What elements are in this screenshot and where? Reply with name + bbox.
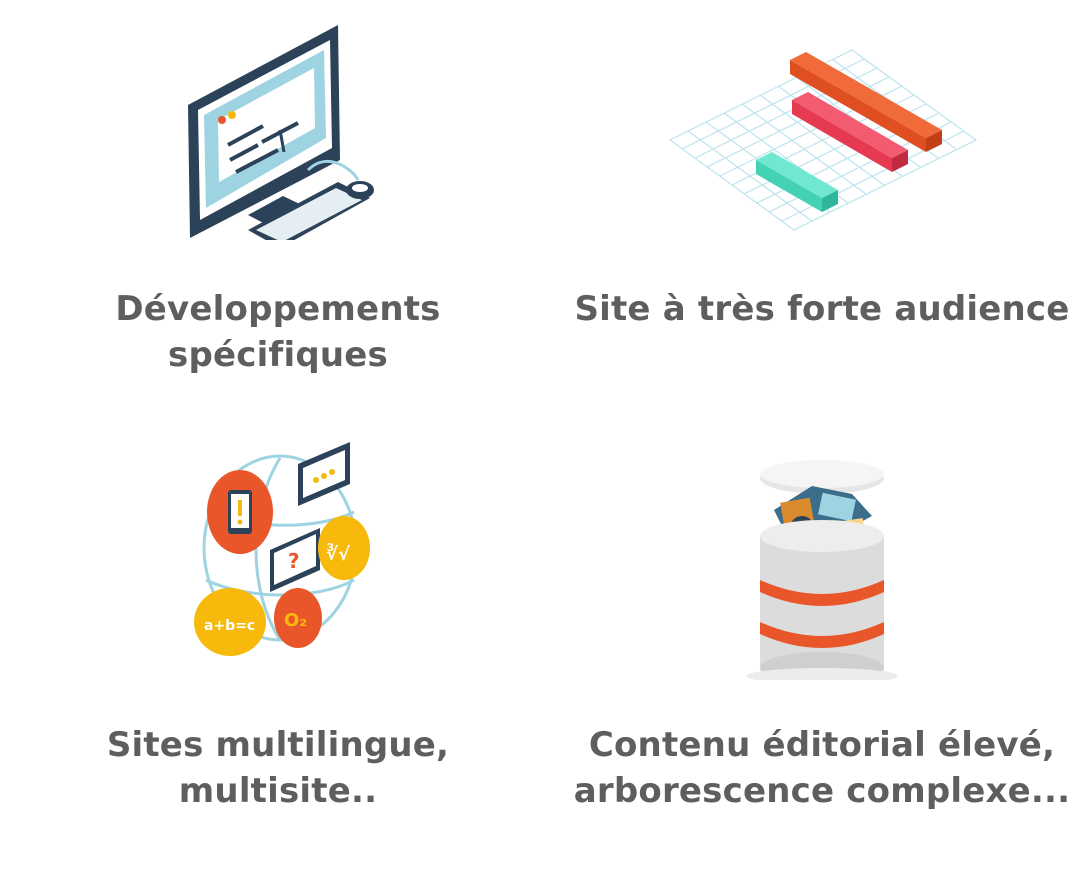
svg-text:O₂: O₂	[284, 610, 307, 631]
feature-title-line-1: Développements	[115, 289, 441, 329]
feature-multilingual: ? ∛√ a+b=c O₂ Sites multilingue, multisi…	[8, 430, 548, 850]
feature-title-line-2: arborescence complexe...	[573, 771, 1071, 811]
feature-title-line-1: Contenu éditorial élevé,	[588, 725, 1056, 765]
feature-title: Sites multilingue, multisite..	[8, 722, 548, 814]
feature-title-line-1: Sites multilingue, multisite..	[106, 725, 450, 811]
feature-title: Développements spécifiques	[8, 286, 548, 378]
feature-title: Contenu éditorial élevé, arborescence co…	[552, 722, 1080, 814]
feature-title-line-2: spécifiques	[168, 335, 388, 375]
computer-icon	[188, 25, 374, 240]
database-icon	[746, 460, 898, 680]
feature-custom-development: Développements spécifiques	[8, 0, 548, 420]
feature-high-traffic: Site à très forte audience	[552, 0, 1080, 420]
feature-editorial-content: Contenu éditorial élevé, arborescence co…	[552, 430, 1080, 850]
bar-chart-grid-icon	[668, 49, 978, 231]
multilingual-globe-icon: ? ∛√ a+b=c O₂	[194, 442, 370, 656]
svg-text:a+b=c: a+b=c	[204, 618, 255, 634]
feature-title: Site à très forte audience	[552, 286, 1080, 332]
svg-text:?: ?	[288, 549, 300, 573]
svg-text:∛√: ∛√	[326, 543, 351, 565]
feature-title-line-1: Site à très forte audience	[574, 289, 1070, 329]
